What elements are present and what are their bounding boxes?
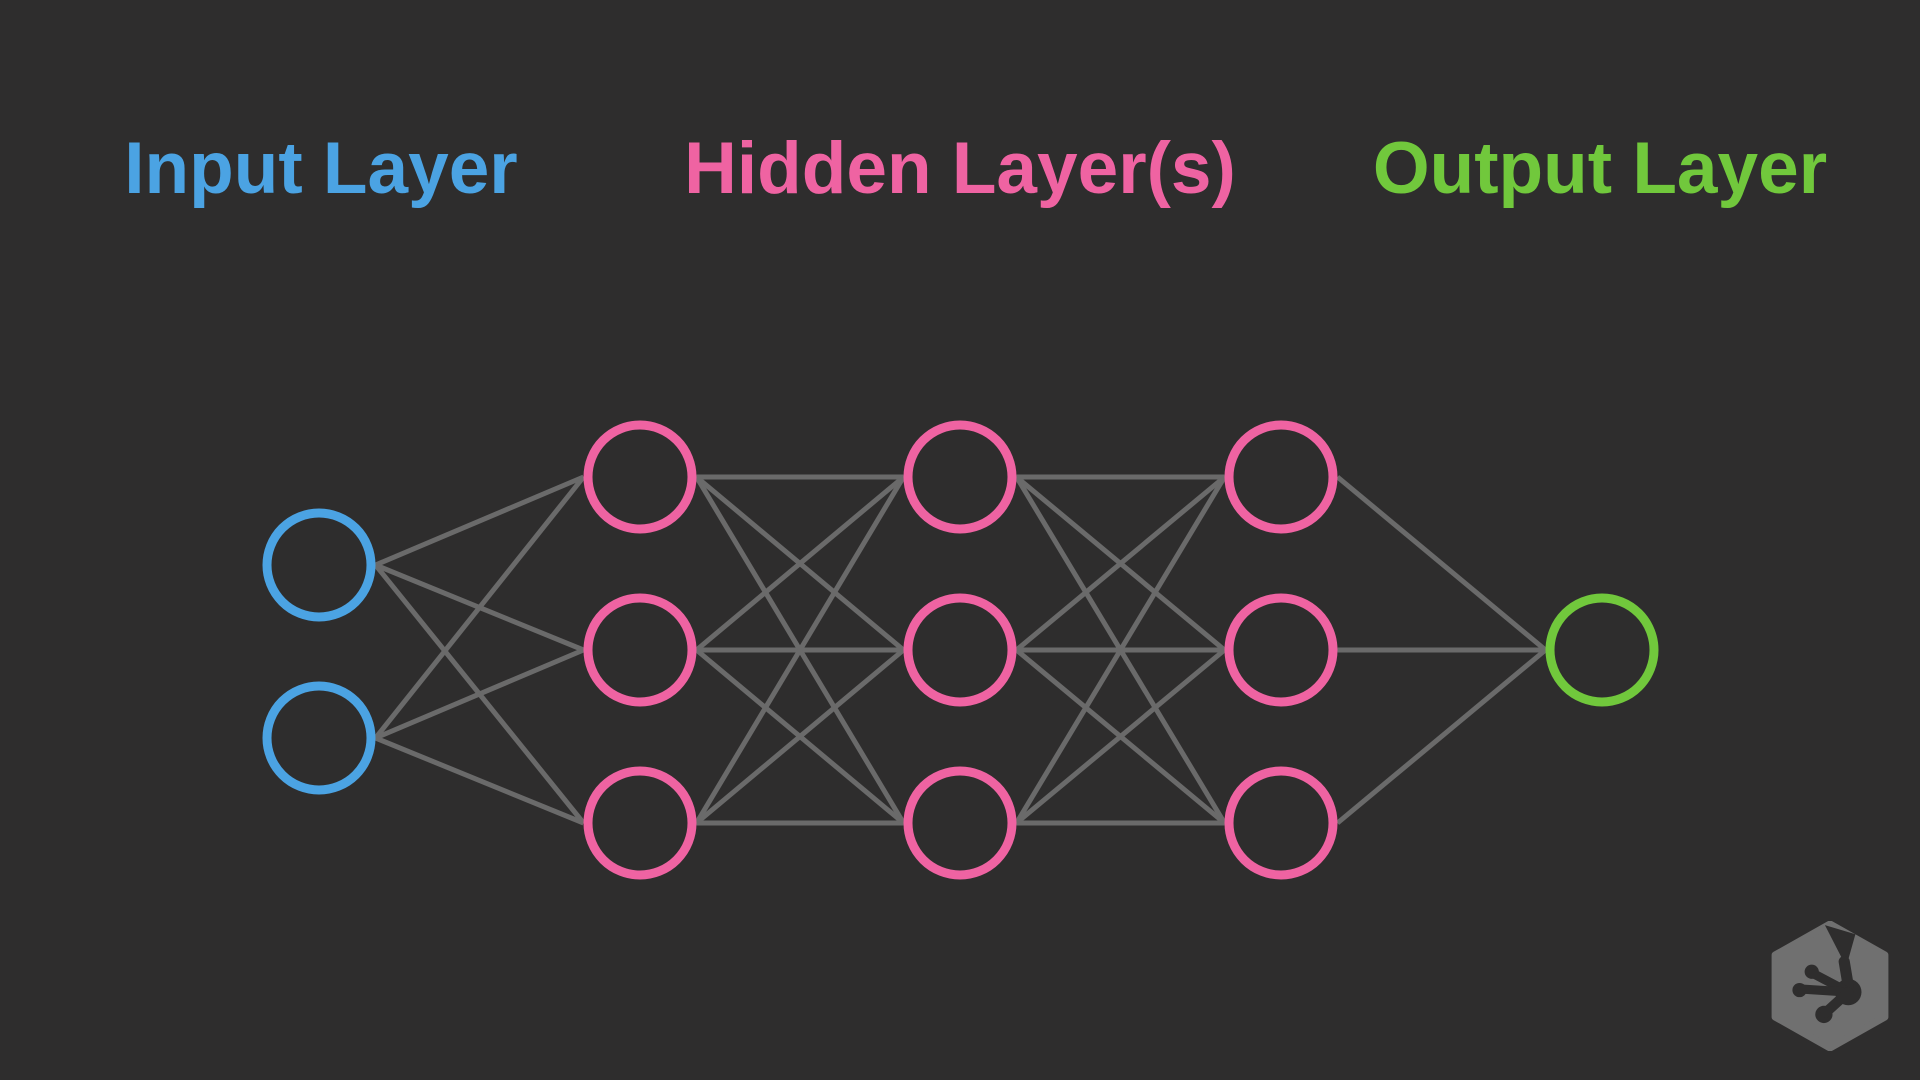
edge-input-to-hidden-1	[374, 474, 585, 568]
edge-hidden-3-to-output	[1335, 648, 1548, 825]
edge-hidden-1-to-hidden-2	[694, 648, 906, 825]
hidden-1-node-3	[583, 766, 697, 880]
hidden-1-node-2	[583, 593, 697, 707]
footprint-toes	[1796, 956, 1854, 1018]
input-layer-label: Input Layer	[124, 128, 518, 209]
hidden-2-node-1	[903, 420, 1017, 534]
edges-group	[373, 474, 1548, 826]
hidden-3-node-1	[1224, 420, 1338, 534]
input-node-2	[262, 681, 376, 795]
edge-hidden-2-to-hidden-3	[1014, 475, 1227, 825]
edge-hidden-1-to-hidden-2	[694, 475, 906, 652]
edge-input-to-hidden-1	[374, 647, 585, 741]
edge-hidden-3-to-output	[1335, 475, 1548, 652]
output-layer-label: Output Layer	[1372, 128, 1828, 209]
edge-input-to-hidden-1	[373, 475, 586, 740]
hidden-3-node-2	[1224, 593, 1338, 707]
nodes-group	[262, 420, 1659, 880]
hidden-3-node-3	[1224, 766, 1338, 880]
edge-hidden-2-to-hidden-3	[1014, 648, 1227, 825]
input-node-1	[262, 508, 376, 622]
hidden-layer-label: Hidden Layer(s)	[684, 128, 1236, 209]
edge-hidden-1-to-hidden-2	[694, 475, 906, 825]
edge-input-to-hidden-1	[374, 735, 585, 826]
output-node-1	[1545, 593, 1659, 707]
hidden-2-node-2	[903, 593, 1017, 707]
frog-footprint-badge-icon	[1771, 921, 1889, 1051]
hidden-2-node-3	[903, 766, 1017, 880]
edge-hidden-2-to-hidden-3	[1014, 475, 1227, 652]
hidden-1-node-1	[583, 420, 697, 534]
